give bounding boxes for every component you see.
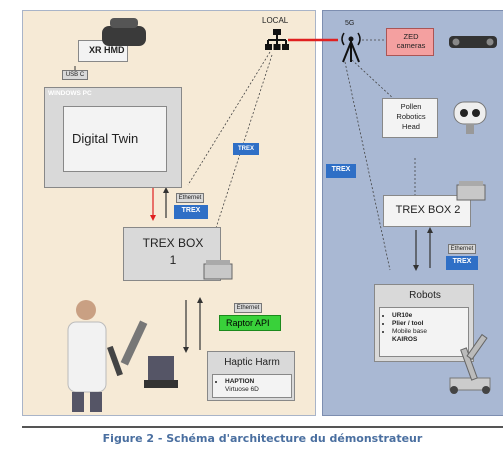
antenna-icon <box>336 28 366 64</box>
vr-headset-icon <box>100 16 148 50</box>
figure-caption: Figure 2 - Schéma d'architecture du démo… <box>22 426 503 452</box>
zed-label: ZED cameras <box>396 32 426 50</box>
raptor-api-tag: Raptor API <box>219 315 281 331</box>
robots-box: Robots UR10e Plier / tool Mobile base KA… <box>374 284 474 362</box>
robots-list-box: UR10e Plier / tool Mobile base KAIROS <box>379 307 469 357</box>
haption-title: HAPTION <box>225 378 291 386</box>
raptor-api-label: Raptor API <box>226 318 270 328</box>
pollen-label: Pollen Robotics Head <box>396 102 426 131</box>
robot-item: Mobile base <box>392 328 468 336</box>
digital-twin-label: Digital Twin <box>72 131 139 146</box>
windows-pc-box: WINDOWS PC Digital Twin <box>44 87 182 188</box>
robot-item: Plier / tool <box>392 320 468 328</box>
digital-twin-box: Digital Twin <box>63 106 167 172</box>
robot-item-sub: KAIROS <box>392 336 418 343</box>
robot-head-icon <box>450 96 490 136</box>
haptic-harm-box: Haptic Harm HAPTION Virtuose 6D <box>207 351 295 401</box>
robot-arm-icon <box>440 330 500 396</box>
trex-device-icon-1 <box>203 259 233 281</box>
haption-sub: Virtuose 6D <box>225 386 259 393</box>
network-icon <box>265 28 289 52</box>
trex-tag-1: TREX <box>174 205 208 219</box>
robots-list: UR10e Plier / tool Mobile base <box>380 308 468 336</box>
robot-item: UR10e <box>392 312 468 320</box>
windows-pc-label: WINDOWS PC <box>48 90 92 97</box>
fiveg-label: 5G <box>345 20 355 27</box>
trex-device-icon-2 <box>456 180 486 202</box>
zed-camera-icon <box>448 34 498 50</box>
ethernet-tag-2: Ethernet <box>234 303 262 313</box>
xr-hmd-label: XR HMD <box>89 45 125 55</box>
trex-box-1-label: TREX BOX 1 <box>142 236 204 267</box>
trex-link-right: TREX <box>326 164 356 178</box>
trex-tag-2: TREX <box>446 256 478 270</box>
haption-box: HAPTION Virtuose 6D <box>212 374 292 398</box>
trex-box-2-label: TREX BOX 2 <box>395 204 461 216</box>
local-label: LOCAL <box>262 16 289 25</box>
pollen-head-box: Pollen Robotics Head <box>382 98 438 138</box>
usb-c-tag: USB C <box>62 70 88 80</box>
ethernet-tag-1: Ethernet <box>176 193 204 203</box>
trex-link-left: TREX <box>233 143 259 155</box>
trex-box-2: TREX BOX 2 <box>383 195 471 227</box>
operator-photo <box>52 296 182 412</box>
haptic-harm-label: Haptic Harm <box>224 357 280 368</box>
ethernet-tag-3: Ethernet <box>448 244 476 254</box>
robots-label: Robots <box>409 290 441 301</box>
zed-cameras-box: ZED cameras <box>386 28 434 56</box>
